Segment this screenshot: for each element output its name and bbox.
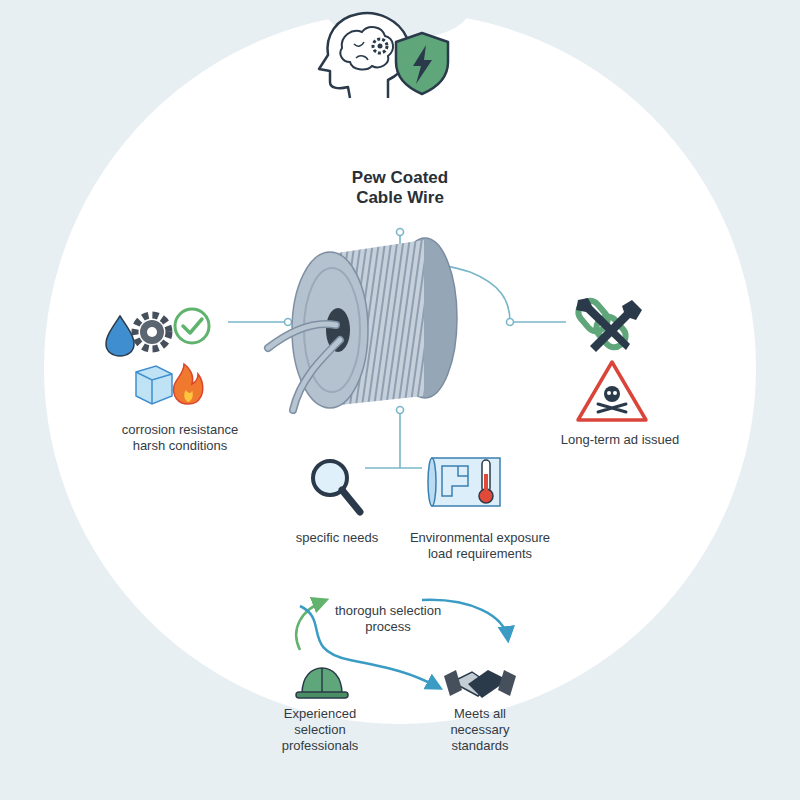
hard-hat-icon: [302, 668, 342, 694]
magnifier-icon: [342, 490, 360, 512]
ice-cube-icon: [136, 372, 172, 404]
fire-icon: [174, 364, 203, 404]
feature-label: specific needs: [282, 530, 392, 546]
chain-wrench-icon: [574, 297, 642, 352]
leader-dots: [397, 407, 404, 414]
warning-sign-icon: [607, 391, 611, 395]
blueprint-icon: [442, 466, 468, 496]
handshake-icon: [444, 670, 516, 696]
leader-dots: [285, 319, 292, 326]
gear-icon: [135, 315, 169, 349]
leader-dots: [397, 229, 404, 236]
blueprint-icon: [484, 474, 488, 494]
cable-spool: [293, 340, 340, 410]
shield-icon: [396, 33, 448, 94]
feature-label: corrosion resistance harsh conditions: [108, 422, 253, 454]
shield-icon: [413, 45, 432, 84]
feature-label: Long-term ad issued: [535, 432, 705, 448]
chain-wrench-icon: [590, 300, 642, 352]
fire-icon: [174, 364, 203, 404]
feature-label: Experienced selection professionals: [273, 706, 368, 754]
feature-label: thoroguh selection process: [323, 603, 453, 635]
white-disc: [44, 12, 756, 724]
diagram-title: Pew Coated Cable Wire: [340, 168, 460, 208]
cable-spool: [268, 238, 457, 410]
leader-dots: [507, 319, 514, 326]
handshake-icon: [444, 670, 516, 698]
hard-hat-icon: [296, 668, 348, 698]
check-icon: [175, 309, 209, 343]
blueprint-icon: [432, 458, 500, 506]
cable-spool: [268, 324, 336, 348]
check-icon: [175, 309, 209, 343]
warning-sign-icon: [578, 362, 646, 420]
warning-sign-icon: [578, 362, 646, 420]
gear-icon: [147, 327, 157, 337]
warning-sign-icon: [604, 386, 620, 402]
head-icon: [373, 39, 387, 53]
ice-cube-icon: [136, 366, 172, 404]
warning-sign-icon: [613, 391, 617, 395]
gear-icon: [135, 315, 169, 349]
hard-hat-icon: [321, 668, 323, 692]
ice-cube-icon: [136, 366, 172, 404]
warning-sign-icon: [598, 404, 626, 412]
leader-lines: [228, 232, 566, 468]
feature-label: Environmental exposure load requirements: [400, 530, 560, 562]
shield-icon: [396, 33, 448, 94]
water-drop-icon: [106, 316, 134, 356]
blueprint-icon: [428, 458, 436, 506]
leader-lines: [365, 410, 422, 468]
cable-spool: [293, 340, 340, 410]
check-icon: [183, 319, 202, 333]
water-drop-icon: [106, 316, 134, 356]
blueprint-icon: [428, 458, 500, 506]
fire-icon: [184, 390, 193, 402]
hard-hat-icon: [296, 692, 348, 698]
feature-label: Meets all necessary standards: [440, 706, 520, 754]
head-icon: [354, 42, 368, 60]
head-icon: [340, 27, 393, 69]
head-icon: [378, 44, 383, 49]
gear-icon: [140, 320, 164, 344]
leader-lines: [228, 321, 290, 323]
cable-spool: [268, 324, 336, 348]
magnifier-icon: [313, 461, 360, 512]
